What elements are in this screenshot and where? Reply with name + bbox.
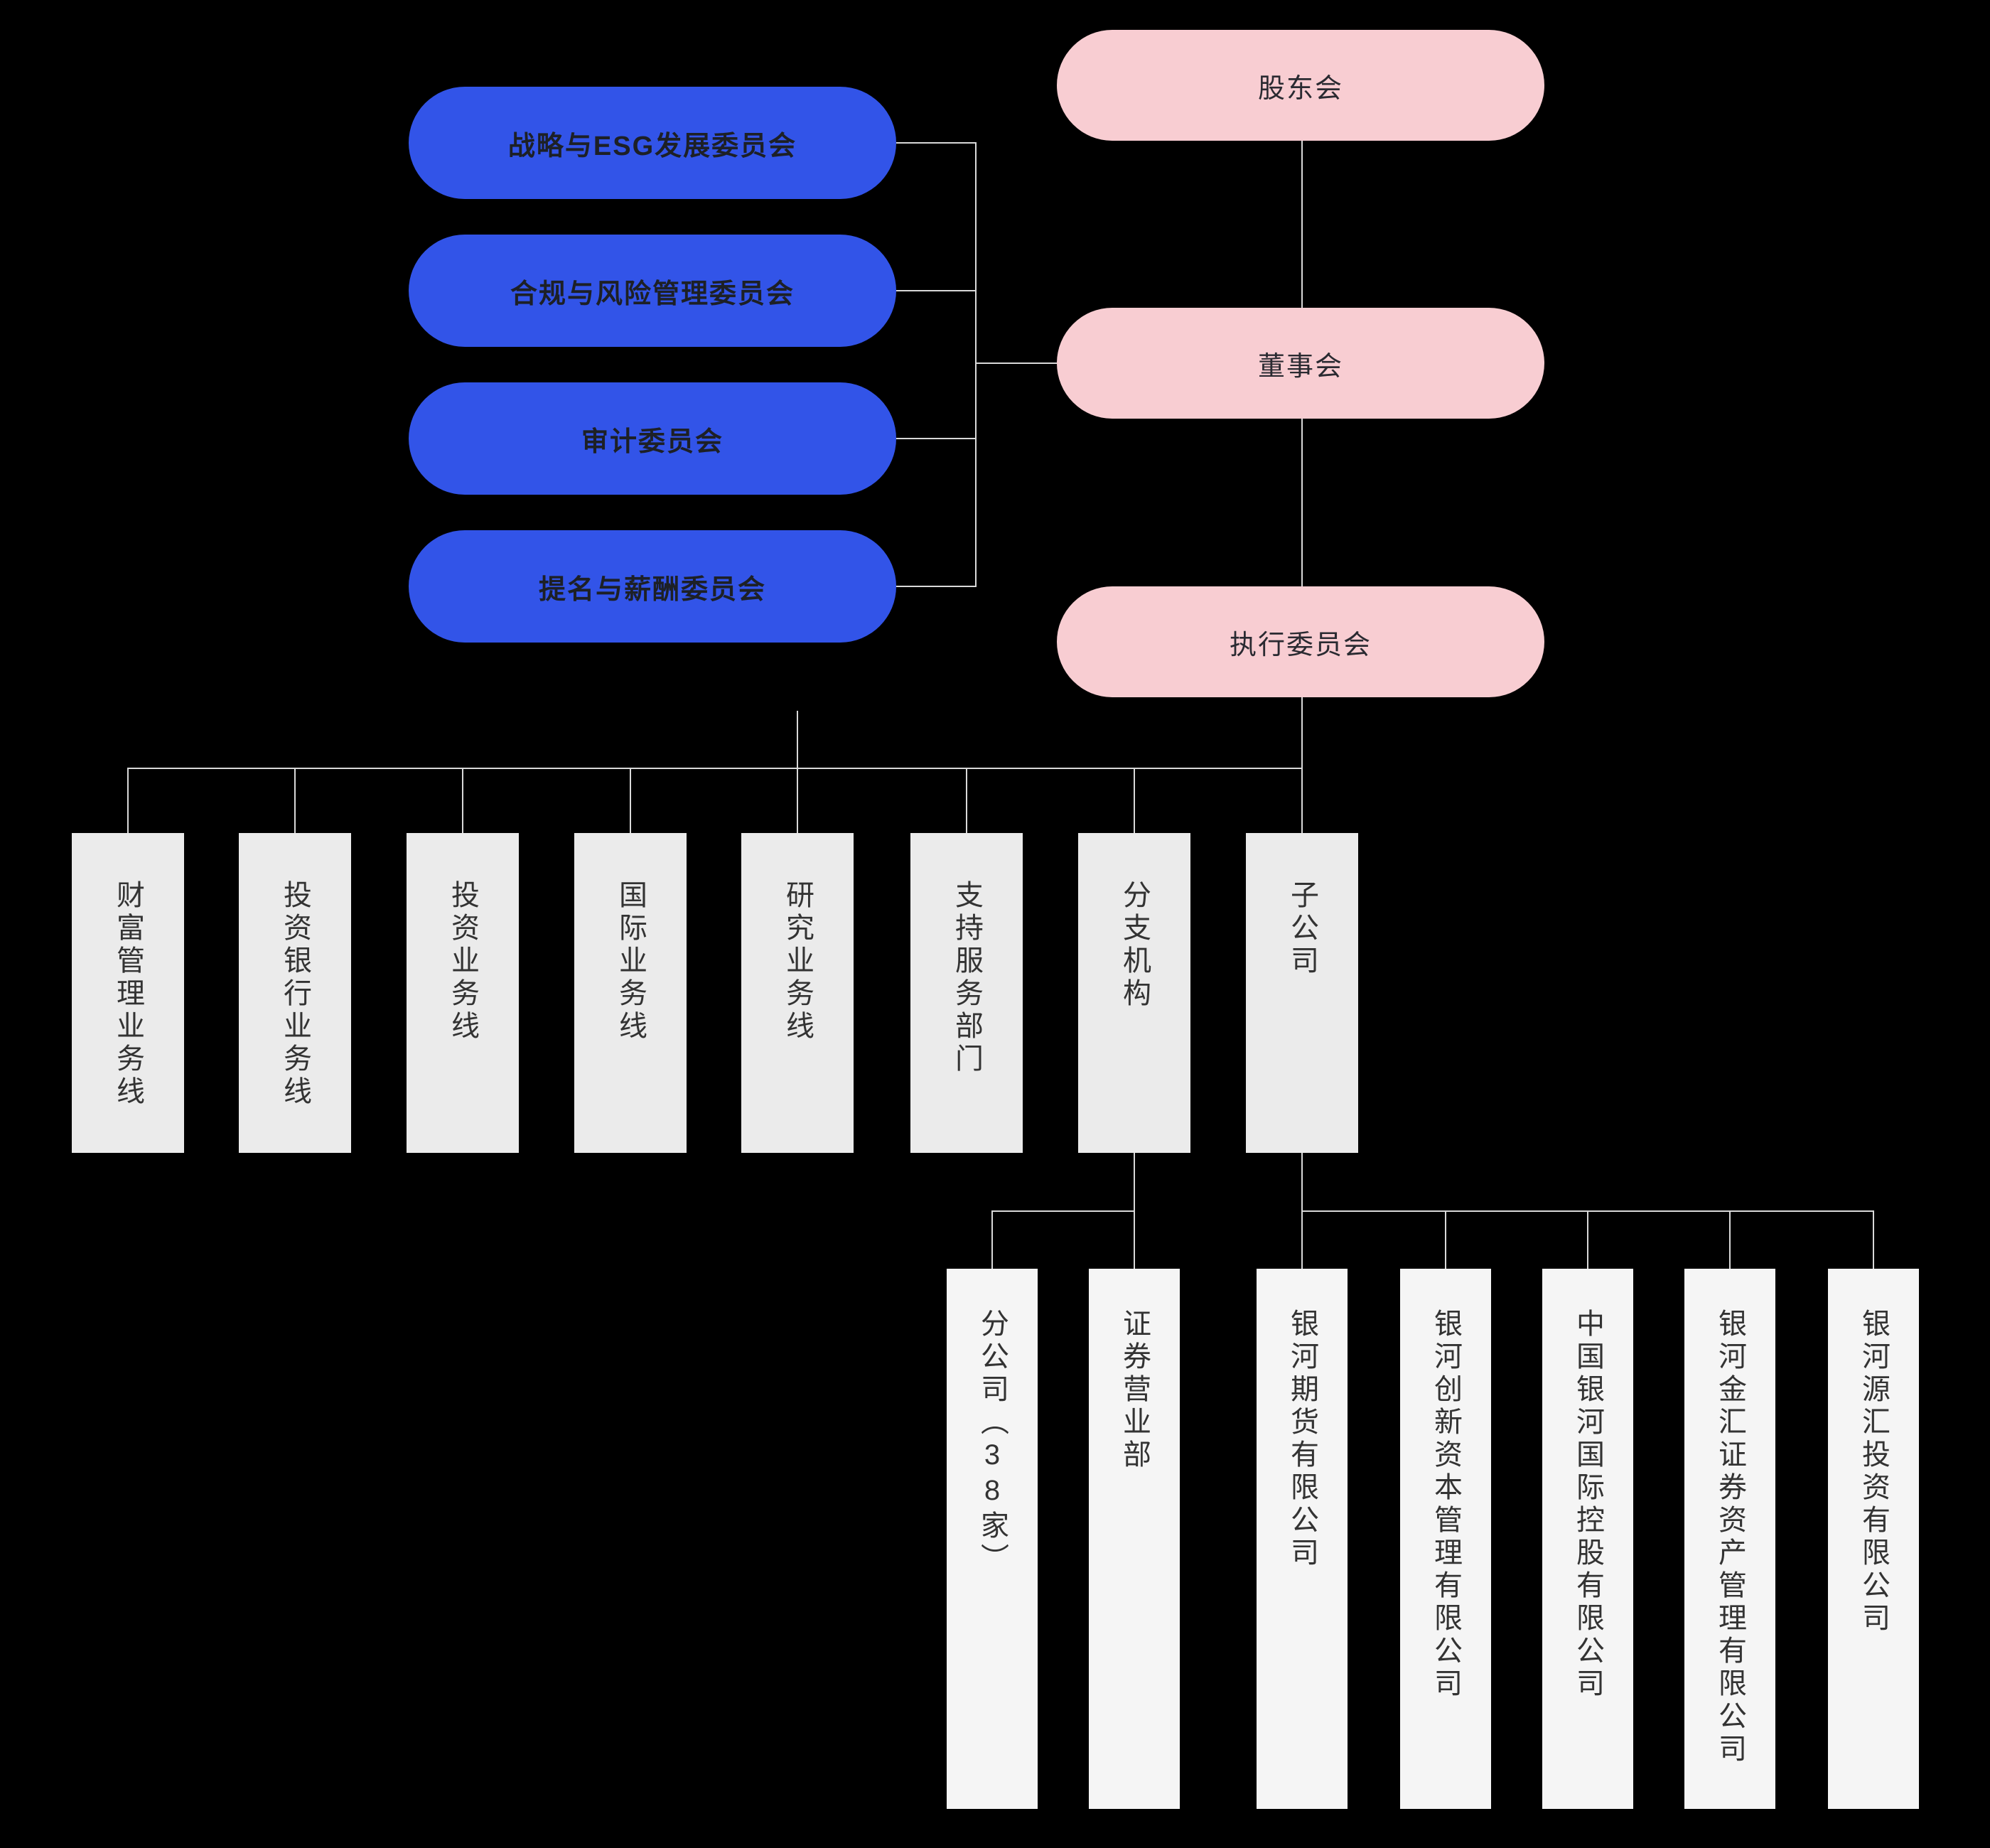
connector-committee-2 (896, 290, 976, 291)
node-division-support-services: 支持服务部门 (910, 833, 1023, 1153)
connector-shareholders-board (1301, 141, 1303, 308)
node-label: 董事会 (1257, 351, 1343, 382)
node-label: 银河期货有限公司 (1286, 1309, 1318, 1570)
node-label: 国际业务线 (615, 880, 646, 1043)
node-division-branch-institutions: 分支机构 (1078, 833, 1190, 1153)
connector-branch-child-2 (1134, 1212, 1135, 1269)
node-division-investment: 投资业务线 (407, 833, 519, 1153)
node-label: 战略与ESG发展委员会 (507, 131, 797, 161)
connector-rail-to-board (977, 362, 1057, 364)
node-label: 财富管理业务线 (112, 880, 144, 1109)
connector-division-8 (1301, 769, 1303, 833)
connector-branch-drop (1134, 1153, 1135, 1211)
node-subsidiary-galaxy-yuanhui-investment: 银河源汇投资有限公司 (1828, 1269, 1919, 1809)
node-label: 审计委员会 (581, 426, 724, 457)
node-label: 银河创新资本管理有限公司 (1430, 1309, 1461, 1701)
connector-committee-4 (896, 586, 976, 587)
node-subsidiary-galaxy-futures: 银河期货有限公司 (1257, 1269, 1348, 1809)
node-executive-committee: 执行委员会 (1057, 586, 1544, 697)
connector-executive-drop (1301, 697, 1303, 769)
connector-subsidiary-rail (1301, 1210, 1874, 1212)
connector-committee-rail (975, 142, 977, 587)
node-label: 中国银河国际控股有限公司 (1572, 1309, 1603, 1701)
node-committee-compliance-risk: 合规与风险管理委员会 (409, 235, 896, 347)
connector-division-4 (630, 769, 631, 833)
connector-subsidiary-1 (1301, 1212, 1303, 1269)
connector-division-5 (797, 769, 798, 833)
connector-division-3 (462, 769, 463, 833)
node-committee-strategy-esg: 战略与ESG发展委员会 (409, 87, 896, 199)
node-label: 分支机构 (1119, 880, 1150, 1011)
node-committee-audit: 审计委员会 (409, 382, 896, 495)
node-label: 投资银行业务线 (279, 880, 311, 1109)
node-label: 分公司（38家） (977, 1309, 1008, 1576)
node-branch-companies: 分公司（38家） (947, 1269, 1038, 1809)
node-subsidiary-galaxy-international-holdings: 中国银河国际控股有限公司 (1542, 1269, 1633, 1809)
connector-subsidiary-3 (1587, 1212, 1588, 1269)
node-division-research: 研究业务线 (741, 833, 854, 1153)
node-securities-business-offices: 证券营业部 (1089, 1269, 1180, 1809)
node-label: 合规与风险管理委员会 (510, 279, 795, 309)
connector-subsidiary-5 (1873, 1212, 1874, 1269)
node-label: 支持服务部门 (951, 880, 982, 1076)
connector-subsidiary-2 (1445, 1212, 1446, 1269)
node-label: 证券营业部 (1119, 1309, 1150, 1472)
node-division-subsidiaries: 子公司 (1246, 833, 1358, 1153)
connector-branch-child-1 (991, 1212, 993, 1269)
connector-committee-3 (896, 438, 976, 439)
node-label: 股东会 (1257, 73, 1343, 104)
connector-division-1 (127, 769, 129, 833)
node-label: 执行委员会 (1229, 630, 1372, 660)
connector-branch-rail (991, 1210, 1135, 1212)
node-division-investment-banking: 投资银行业务线 (239, 833, 351, 1153)
node-shareholders-meeting: 股东会 (1057, 30, 1544, 141)
connector-division-2 (294, 769, 296, 833)
node-committee-nomination-remuneration: 提名与薪酬委员会 (409, 530, 896, 643)
node-label: 子公司 (1286, 880, 1318, 978)
node-label: 银河源汇投资有限公司 (1858, 1309, 1889, 1635)
connector-committee-1 (896, 142, 976, 144)
node-subsidiary-galaxy-innovation-capital: 银河创新资本管理有限公司 (1400, 1269, 1491, 1809)
node-label: 投资业务线 (447, 880, 478, 1043)
connector-division-7 (1134, 769, 1135, 833)
node-board-of-directors: 董事会 (1057, 308, 1544, 419)
connector-board-executive (1301, 419, 1303, 586)
node-label: 银河金汇证券资产管理有限公司 (1714, 1309, 1746, 1766)
node-label: 提名与薪酬委员会 (538, 574, 766, 605)
connector-rail-upstub (797, 711, 798, 769)
node-division-international: 国际业务线 (574, 833, 687, 1153)
connector-subsidiary-4 (1729, 1212, 1731, 1269)
connector-subsidiary-drop (1301, 1153, 1303, 1211)
connector-division-6 (966, 769, 967, 833)
node-division-wealth-management: 财富管理业务线 (72, 833, 184, 1153)
connector-divisions-rail (127, 768, 1303, 769)
node-label: 研究业务线 (782, 880, 813, 1043)
node-subsidiary-galaxy-jinhui-asset-management: 银河金汇证券资产管理有限公司 (1684, 1269, 1775, 1809)
